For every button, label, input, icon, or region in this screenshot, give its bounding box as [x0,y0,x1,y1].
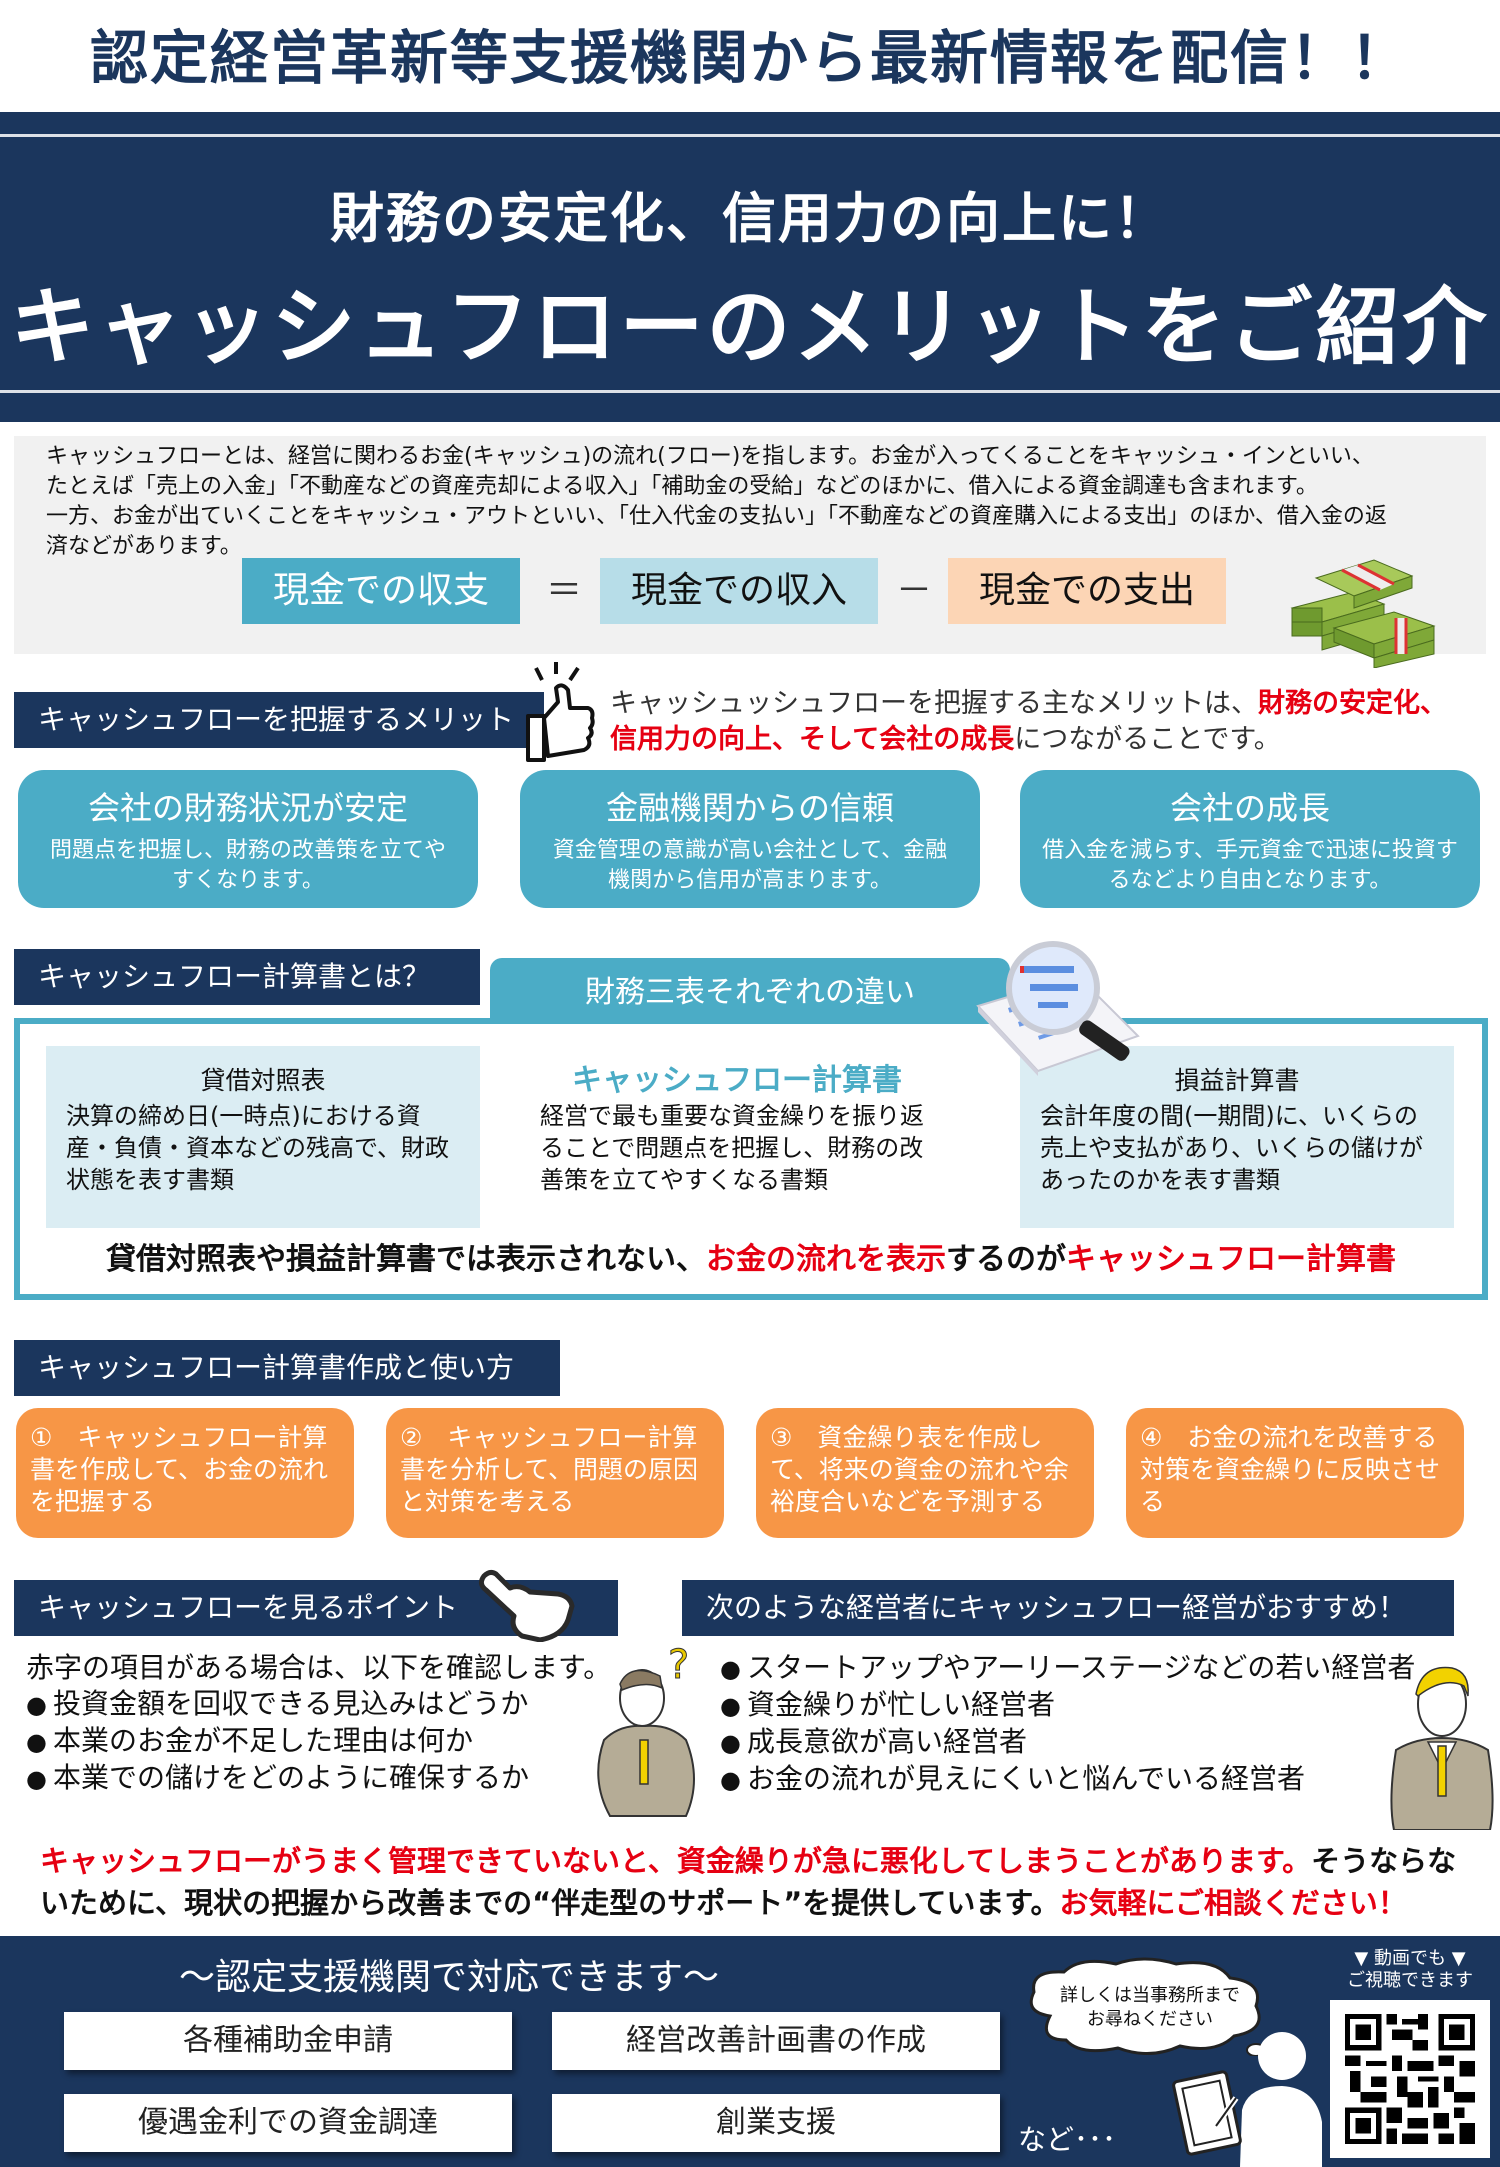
merit-desc: 資金管理の意識が高い会社として、金融機関から信用が高まります。 [552,838,948,893]
thumbs-up-icon [526,662,595,762]
lead-plain: キャッシュッシュフローを把握する主なメリットは、 [610,688,1258,719]
summary-highlight: キャッシュフロー計算書 [1066,1242,1396,1277]
intro-panel: キャッシュフローとは、経営に関わるお金(キャッシュ)の流れ(フロー)を指します。… [14,436,1486,668]
income-statement-panel: 損益計算書 会計年度の間(一期間)に、いくらの売上や支払があり、いくらの儲けがあ… [1020,1046,1454,1228]
step-1: ① キャッシュフロー計算書を作成して、お金の流れを把握する [16,1408,354,1538]
summary-plain: するのが [946,1242,1066,1277]
statement-desc: 会計年度の間(一期間)に、いくらの売上や支払があり、いくらの儲けがあったのかを表… [1040,1102,1424,1194]
thinking-man-illustration: ? [597,1642,695,1817]
service-preferential-financing: 優遇金利での資金調達 [64,2094,512,2152]
magnifier-document-icon [976,941,1140,1076]
bubble-text: 詳しくは当事務所まで お尋ねください [1045,1984,1255,2032]
service-startup-support: 創業支援 [552,2094,1000,2152]
footer-title: ～認定支援機関で対応できます～ [178,1957,719,1998]
statements-frame: 貸借対照表 決算の締め日(一時点)における資産・負債・資本などの残高で、財政状態… [14,1018,1488,1300]
svg-text:?: ? [668,1642,689,1688]
merit-desc: 借入金を減らす、手元資金で迅速に投資するなどより自由となります。 [1042,838,1458,893]
statement-desc: 経営で最も重要な資金繰りを振り返ることで問題点を把握し、財務の改善策を立てやすく… [540,1102,924,1194]
points-item: 投資金額を回収できる見込みはどうか [26,1686,611,1723]
hero-divider-top [0,134,1500,137]
pointing-hand-icon [478,1569,575,1642]
merit-title: 金融機関からの信頼 [605,789,894,827]
merit-title: 会社の成長 [1169,789,1330,827]
hero-title: キャッシュフローのメリットをご紹介 [10,278,1490,376]
statements-tab: 財務三表それぞれの違い [490,958,1010,1024]
equation-equals: ＝ [546,570,583,611]
recommend-item: スタートアップやアーリーステージなどの若い経営者 [720,1650,1415,1687]
statements-section-title: キャッシュフロー計算書とは？ [14,949,480,1005]
service-improvement-plan: 経営改善計画書の作成 [552,2012,1000,2070]
equation-result: 現金での収支 [242,558,520,624]
merit-card-trust: 金融機関からの信頼 資金管理の意識が高い会社として、金融機関から信用が高まります… [520,770,980,908]
intro-text: キャッシュフローとは、経営に関わるお金(キャッシュ)の流れ(フロー)を指します。… [46,442,1486,562]
closing-cta: お気軽にご相談ください！ [1059,1886,1407,1920]
merits-lead-text: キャッシュッシュフローを把握する主なメリットは、財務の安定化、 信用力の向上、そ… [610,686,1490,758]
equation-income: 現金での収入 [600,558,878,624]
closing-plain: そうならないために、現状の把握から改善までの“伴走型のサポート”を提供しています… [40,1844,1457,1920]
merits-section-title: キャッシュフローを把握するメリット [14,692,544,748]
video-line: ▼ 動画でも ▼ [1354,1948,1466,1969]
lead-highlight: 信用力の向上、そして会社の成長 [610,724,1015,755]
closing-message: キャッシュフローがうまく管理できていないと、資金繰りが急に悪化してしまうことがあ… [40,1840,1480,1924]
intro-line: たとえば「売上の入金」「不動産などの資産売却による収入」「補助金の受給」などのほ… [46,474,1318,499]
cashflow-statement-panel: キャッシュフロー計算書 経営で最も重要な資金繰りを振り返ることで問題点を把握し、… [520,1046,954,1228]
equation-expense: 現金での支出 [948,558,1226,624]
statements-summary: 貸借対照表や損益計算書では表示されない、お金の流れを表示するのがキャッシュフロー… [20,1234,1482,1278]
video-label: ▼ 動画でも ▼ ご視聴できます [1330,1948,1490,1992]
intro-line: キャッシュフローとは、経営に関わるお金(キャッシュ)の流れ(フロー)を指します。… [46,444,1374,469]
hero-subtitle: 財務の安定化、信用力の向上に！ [330,187,1170,250]
intro-line: 済などがあります。 [46,534,242,559]
merit-title: 会社の財務状況が安定 [87,789,408,827]
balance-sheet-panel: 貸借対照表 決算の締め日(一時点)における資産・負債・資本などの残高で、財政状態… [46,1046,480,1228]
step-3: ③ 資金繰り表を作成して、将来の資金の流れや余裕度合いなどを予測する [756,1408,1094,1538]
merit-card-stability: 会社の財務状況が安定 問題点を把握し、財務の改善策を立てやすくなります。 [18,770,478,908]
bubble-line: 詳しくは当事務所まで [1060,1985,1240,2006]
service-subsidy: 各種補助金申請 [64,2012,512,2070]
merit-desc: 問題点を把握し、財務の改善策を立てやすくなります。 [49,838,446,893]
step-4: ④ お金の流れを改善する対策を資金繰りに反映させる [1126,1408,1464,1538]
summary-highlight: お金の流れを表示 [706,1242,946,1277]
recommend-item: お金の流れが見えにくいと悩んでいる経営者 [720,1761,1415,1798]
steps-section-title: キャッシュフロー計算書作成と使い方 [14,1340,560,1396]
qr-code-icon[interactable] [1330,2000,1490,2158]
lead-highlight: 財務の安定化、 [1258,688,1447,719]
intro-line: 一方、お金が出ていくことをキャッシュ・アウトといい、「仕入代金の支払い」「不動産… [46,504,1387,529]
footer-panel: ～認定支援機関で対応できます～ 各種補助金申請 経営改善計画書の作成 優遇金利で… [0,1936,1500,2167]
points-item: 本業での儲けをどのように確保するか [26,1760,611,1797]
equation-minus: － [896,570,933,611]
points-intro: 赤字の項目がある場合は、以下を確認します。 [26,1651,612,1684]
closing-warning: キャッシュフローがうまく管理できていないと、資金繰りが急に悪化してしまうことがあ… [40,1844,1312,1878]
recommend-item: 成長意欲が高い経営者 [720,1724,1415,1761]
confident-man-illustration [1390,1666,1494,1830]
lead-plain: につながることです。 [1014,724,1281,755]
points-list: 赤字の項目がある場合は、以下を確認します。 投資金額を回収できる見込みはどうか … [26,1650,611,1797]
statement-desc: 決算の締め日(一時点)における資産・負債・資本などの残高で、財政状態を表す書類 [66,1102,450,1194]
statement-title: キャッシュフロー計算書 [572,1063,902,1098]
statement-title: 損益計算書 [1174,1066,1300,1095]
bubble-line: お尋ねください [1087,2009,1213,2030]
points-item: 本業のお金が不足した理由は何か [26,1723,611,1760]
recommend-item: 資金繰りが忙しい経営者 [720,1687,1415,1724]
recommend-list: スタートアップやアーリーステージなどの若い経営者 資金繰りが忙しい経営者 成長意… [720,1650,1415,1798]
step-2: ② キャッシュフロー計算書を分析して、問題の原因と対策を考える [386,1408,724,1538]
recommend-section-title: 次のような経営者にキャッシュフロー経営がおすすめ！ [682,1580,1454,1636]
summary-plain: 貸借対照表や損益計算書では表示されない、 [106,1242,706,1277]
money-stack-icon [1290,559,1436,668]
hero-banner: 財務の安定化、信用力の向上に！ キャッシュフローのメリットをご紹介 [0,112,1500,422]
merit-card-growth: 会社の成長 借入金を減らす、手元資金で迅速に投資するなどより自由となります。 [1020,770,1480,908]
person-with-clipboard-icon [1172,2032,1322,2167]
statement-title: 貸借対照表 [200,1066,326,1095]
footer-etc: など･･･ [1018,2123,1117,2156]
video-line: ご視聴できます [1347,1970,1473,1991]
top-title: 認定経営革新等支援機関から最新情報を配信！！ [89,24,1410,92]
hero-divider-bottom [0,390,1500,393]
